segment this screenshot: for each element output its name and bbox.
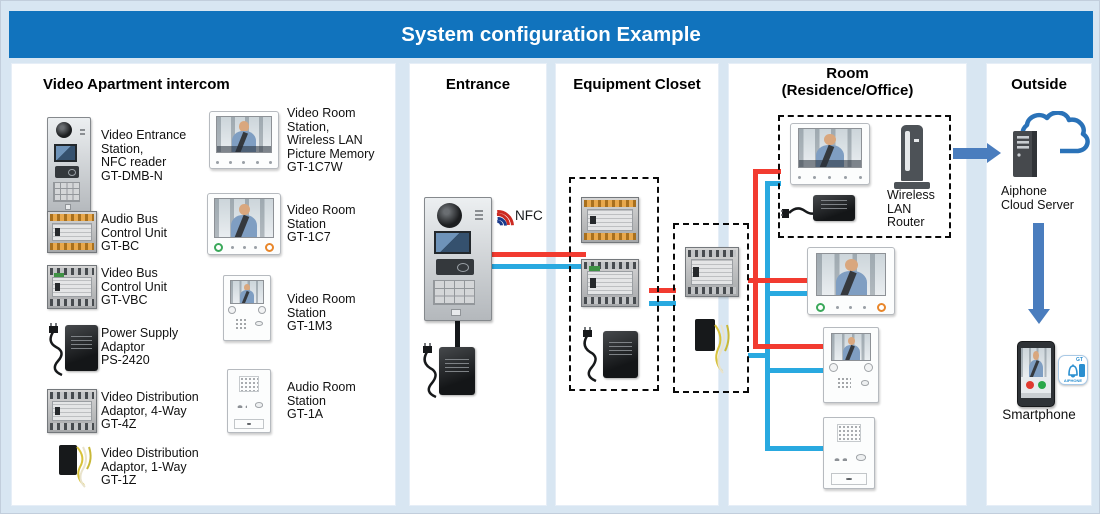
- monitor-screen: [214, 198, 274, 238]
- camera-lens-icon: [436, 202, 462, 228]
- label-smartphone: Smartphone: [1002, 407, 1076, 422]
- room-gt-1m3-monitor: [823, 327, 879, 403]
- label-gt-bc: Audio Bus Control Unit GT-BC: [101, 212, 167, 254]
- station-screen: [434, 230, 472, 255]
- label-gt-1c7w: Video Room Station, Wireless LAN Picture…: [287, 106, 375, 175]
- decline-call-icon: [1026, 381, 1035, 389]
- gt-app-bell-icon: GT AIPHONE: [1058, 355, 1088, 385]
- nfc-reader-pad: [54, 165, 80, 178]
- closet-gt-vbc: [581, 259, 639, 307]
- accept-call-icon: [1037, 381, 1046, 389]
- power-cord-icon: [781, 207, 815, 218]
- label-gt-dmb-n: Video Entrance Station, NFC reader GT-DM…: [101, 128, 187, 183]
- wire-red-entrance-to-closet: [490, 252, 586, 257]
- smartphone-icon: [1017, 341, 1055, 407]
- power-cord-icon: [423, 343, 437, 399]
- nfc-label: NFC: [515, 208, 543, 223]
- wireless-lan-router-icon: [894, 125, 930, 189]
- gt-dmb-n-thumbnail: [47, 117, 91, 214]
- wire-red-trunk: [753, 169, 758, 349]
- wire-red-vbc-to-4z: [649, 288, 676, 293]
- wire-blue-4z-exit: [748, 353, 770, 358]
- station-screen: [53, 143, 78, 162]
- page-title: System configuration Example: [9, 11, 1093, 58]
- monitor-screen: [815, 252, 887, 297]
- room-gt-1a-station: [823, 417, 875, 489]
- wire-blue-vbc-to-4z: [649, 301, 676, 306]
- app-icon-text-bottom: AIPHONE: [1063, 378, 1083, 383]
- gt-1a-thumbnail: [227, 369, 271, 433]
- wire-blue-to-gt1a: [765, 446, 829, 451]
- label-gt-1c7: Video Room Station GT-1C7: [287, 203, 356, 245]
- title-video-apartment-intercom: Video Apartment intercom: [43, 76, 230, 93]
- ps-2420-thumbnail: [65, 325, 98, 371]
- gt-1z-wires-icon: [76, 446, 92, 488]
- title-room: Room: [826, 65, 869, 82]
- room-gt-1c7w-monitor: [790, 123, 870, 185]
- gt-bc-thumbnail: [47, 211, 97, 253]
- power-cord-icon: [49, 323, 63, 377]
- gt-vbc-thumbnail: [47, 265, 97, 309]
- entrance-power-adaptor: [439, 347, 475, 395]
- arrow-right-icon: [953, 148, 987, 159]
- label-gt-1z: Video Distribution Adaptor, 1-Way GT-1Z: [101, 446, 199, 488]
- label-wireless-lan-router: Wireless LAN Router: [887, 188, 935, 230]
- dashed-box-distribution-adaptors: [673, 223, 749, 393]
- cable-entrance-psu: [455, 319, 460, 351]
- closet-power-adaptor-ps-2420: [603, 331, 638, 378]
- wire-red-to-router-box: [753, 169, 781, 174]
- app-icon-text-top: GT: [1076, 357, 1083, 363]
- dashed-box-wireless-room: [778, 115, 951, 238]
- label-gt-1m3: Video Room Station GT-1M3: [287, 292, 356, 334]
- label-ps-2420: Power Supply Adaptor PS-2420: [101, 326, 179, 368]
- speaker-grille-icon: [238, 375, 260, 392]
- speaker-grille-icon: [837, 424, 861, 443]
- gt-1c7-thumbnail: [207, 193, 281, 255]
- nfc-reader-pad: [435, 259, 474, 275]
- gt-1z-thumbnail: [59, 445, 77, 475]
- monitor-screen: [798, 128, 862, 168]
- entrance-station-gt-dmb-n: [424, 197, 492, 321]
- wire-blue-to-gt1c7: [765, 291, 813, 296]
- label-gt-vbc: Video Bus Control Unit GT-VBC: [101, 266, 167, 308]
- closet-gt-bc: [581, 197, 639, 243]
- title-entrance: Entrance: [445, 76, 511, 93]
- wire-red-to-gt1c7: [753, 278, 813, 283]
- wire-blue-to-gt1m3: [765, 368, 829, 373]
- wire-blue-to-router-box: [765, 181, 781, 186]
- wire-blue-entrance-to-closet: [490, 264, 586, 269]
- gt-1z-wires-icon: [714, 324, 730, 374]
- label-aiphone-cloud-server: Aiphone Cloud Server: [1001, 184, 1074, 212]
- dashed-box-bus-control-units: [569, 177, 659, 391]
- arrow-down-icon: [1033, 223, 1044, 309]
- cloud-server-icon: [1013, 111, 1090, 177]
- subtitle-room: (Residence/Office): [781, 82, 914, 99]
- power-cord-icon: [583, 327, 597, 383]
- label-gt-1a: Audio Room Station GT-1A: [287, 380, 356, 422]
- room-power-adaptor: [813, 195, 855, 221]
- station-keypad: [432, 279, 476, 306]
- title-equipment-closet: Equipment Closet: [573, 76, 701, 93]
- camera-lens-icon: [55, 121, 72, 138]
- closet-gt-1z: [695, 319, 715, 351]
- gt-4z-thumbnail: [47, 389, 97, 433]
- wire-blue-trunk: [765, 181, 770, 451]
- gt-1m3-thumbnail: [223, 275, 271, 341]
- monitor-screen: [216, 115, 272, 153]
- room-gt-1c7-monitor: [807, 247, 895, 315]
- title-outside: Outside: [1011, 76, 1067, 93]
- label-gt-4z: Video Distribution Adaptor, 4-Way GT-4Z: [101, 390, 199, 432]
- wire-red-to-gt1m3: [753, 344, 829, 349]
- gt-1c7w-thumbnail: [209, 111, 279, 169]
- closet-gt-4z: [685, 247, 739, 297]
- station-keypad: [53, 181, 80, 202]
